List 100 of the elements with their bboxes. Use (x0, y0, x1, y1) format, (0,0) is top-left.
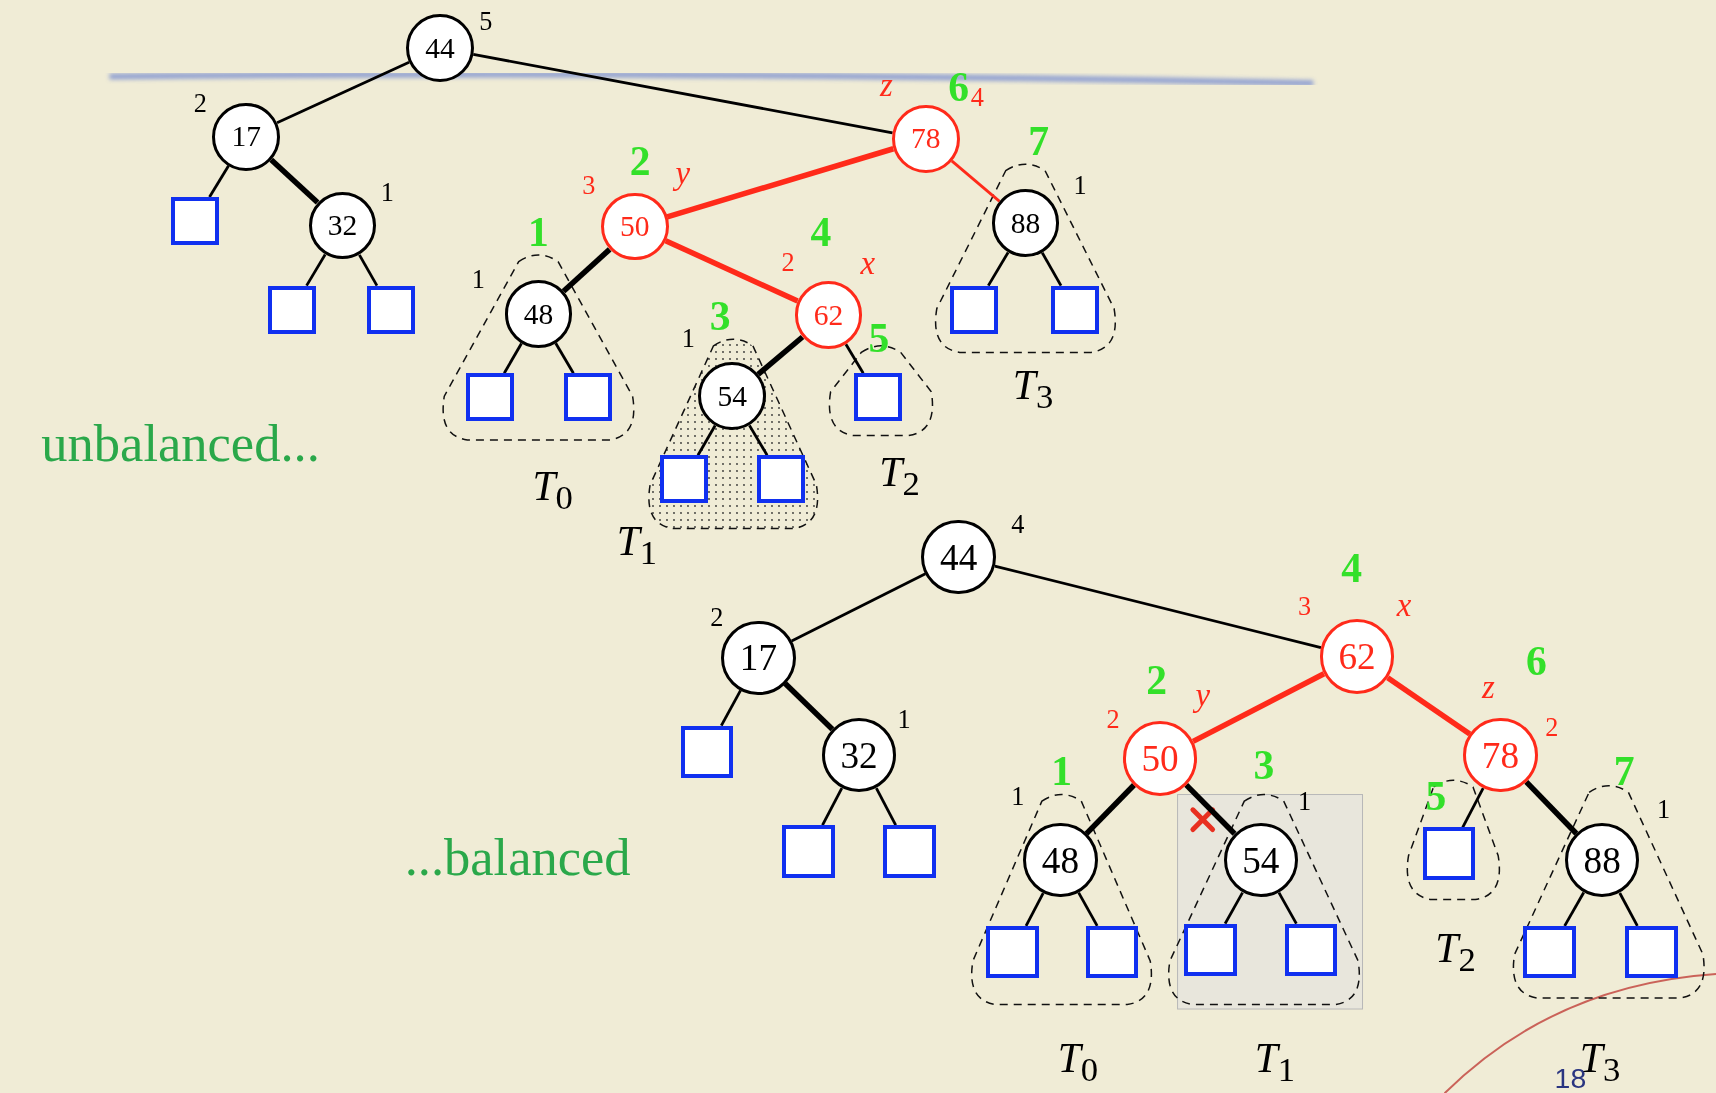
height-number: 1 (1073, 172, 1087, 200)
node-key: 32 (840, 733, 878, 777)
subtree-label: T$_{1}$ (616, 520, 658, 570)
tree-edge (561, 247, 612, 294)
leaf-square (1523, 925, 1576, 979)
leaf-square (170, 197, 219, 246)
leaf-square (659, 455, 709, 504)
step-number: 3 (709, 296, 731, 339)
node-key: 78 (911, 122, 941, 156)
tree-edge (1461, 787, 1485, 828)
leaf-square (680, 725, 734, 779)
step-number: 1 (528, 212, 549, 254)
tree-edge (666, 146, 895, 220)
tree-edge (1041, 252, 1063, 287)
tree-edge (554, 342, 575, 374)
node-key: 50 (619, 210, 650, 244)
tree-edge (1223, 891, 1244, 925)
tree-edge (756, 334, 805, 377)
height-number: 3 (582, 172, 596, 200)
step-number: 6 (948, 66, 970, 109)
tree-edge (269, 157, 320, 205)
variable-label: x (1396, 588, 1412, 622)
node-key: 54 (717, 379, 747, 413)
tree-edge (748, 424, 769, 456)
leaf-square (853, 373, 902, 422)
step-number: 3 (1253, 745, 1275, 787)
node-key: 88 (1010, 206, 1041, 240)
step-number: 4 (810, 212, 832, 254)
tree-edge (696, 424, 717, 456)
node-key: 17 (739, 636, 777, 680)
height-number: 1 (1297, 789, 1312, 816)
caption-text: ...balanced (404, 830, 631, 884)
height-number: 2 (1106, 706, 1120, 734)
tree-node-circle (600, 192, 669, 261)
subtree-label: T$_{2}$ (1435, 927, 1476, 977)
leaf-square (1050, 285, 1099, 334)
variable-label: y (675, 156, 691, 190)
tree-edge (1191, 671, 1326, 744)
node-key: 32 (327, 208, 358, 242)
node-key: 44 (425, 31, 455, 65)
leaf-square (268, 285, 317, 334)
tree-edge (875, 787, 897, 826)
tree-edge (950, 159, 1001, 203)
node-key: 48 (523, 297, 554, 331)
height-number: 4 (970, 85, 984, 112)
step-number: 2 (629, 141, 651, 183)
tree-edge (987, 251, 1010, 287)
height-number: 2 (781, 249, 795, 276)
height-number: 2 (710, 605, 724, 632)
tree-edge (994, 564, 1322, 649)
tree-edge (821, 787, 844, 826)
tree-edge (503, 342, 523, 374)
subtree-label: T$_{0}$ (1057, 1037, 1099, 1087)
tree-edge (791, 572, 927, 643)
tree-edge (1563, 891, 1585, 927)
height-number: 1 (681, 326, 695, 353)
tree-node-circle (1122, 721, 1198, 796)
subtree-label: T$_{0}$ (532, 465, 573, 515)
subtree-label: T$_{3}$ (1012, 364, 1054, 413)
node-key: 44 (940, 535, 978, 579)
node-key: 62 (813, 298, 844, 332)
tree-node-circle (991, 189, 1060, 258)
tree-node-circle (1463, 717, 1538, 793)
height-number: 1 (471, 267, 485, 294)
height-number: 1 (1011, 783, 1025, 810)
height-number: 3 (1297, 594, 1312, 621)
height-number: 2 (1545, 714, 1559, 741)
leaf-square (1085, 925, 1139, 979)
leaf-square (1184, 923, 1237, 977)
subtree-label: T$_{1}$ (1254, 1037, 1296, 1087)
leaf-square (757, 455, 806, 504)
variable-label: y (1195, 678, 1210, 712)
node-key: 48 (1041, 838, 1080, 882)
leaf-square (1422, 827, 1476, 880)
tree-edge (844, 343, 865, 374)
step-number: 1 (1051, 750, 1072, 793)
height-number: 1 (897, 706, 911, 734)
leaf-square (1625, 925, 1678, 979)
variable-label: x (860, 246, 876, 280)
tree-edge (358, 254, 379, 287)
tree-edge (276, 61, 410, 124)
subtree-label: T$_{2}$ (879, 451, 920, 501)
tree-edge (1077, 891, 1099, 927)
height-number: 2 (193, 90, 207, 118)
step-number: 4 (1341, 548, 1362, 590)
leaf-square (1284, 923, 1338, 977)
tree-edge (783, 681, 835, 732)
tree-node-circle (504, 280, 573, 348)
leaf-square (466, 373, 515, 422)
leaf-square (366, 285, 415, 334)
node-key: 62 (1338, 635, 1376, 679)
step-number: 2 (1146, 659, 1168, 702)
tree-edge (1024, 892, 1045, 927)
tree-edge (720, 689, 742, 727)
step-number: 5 (868, 318, 890, 361)
node-key: 50 (1141, 736, 1179, 780)
tree-edge (1524, 779, 1579, 836)
tree-node-circle (1564, 822, 1640, 898)
leaf-square (883, 825, 936, 878)
leaf-square (782, 825, 835, 878)
